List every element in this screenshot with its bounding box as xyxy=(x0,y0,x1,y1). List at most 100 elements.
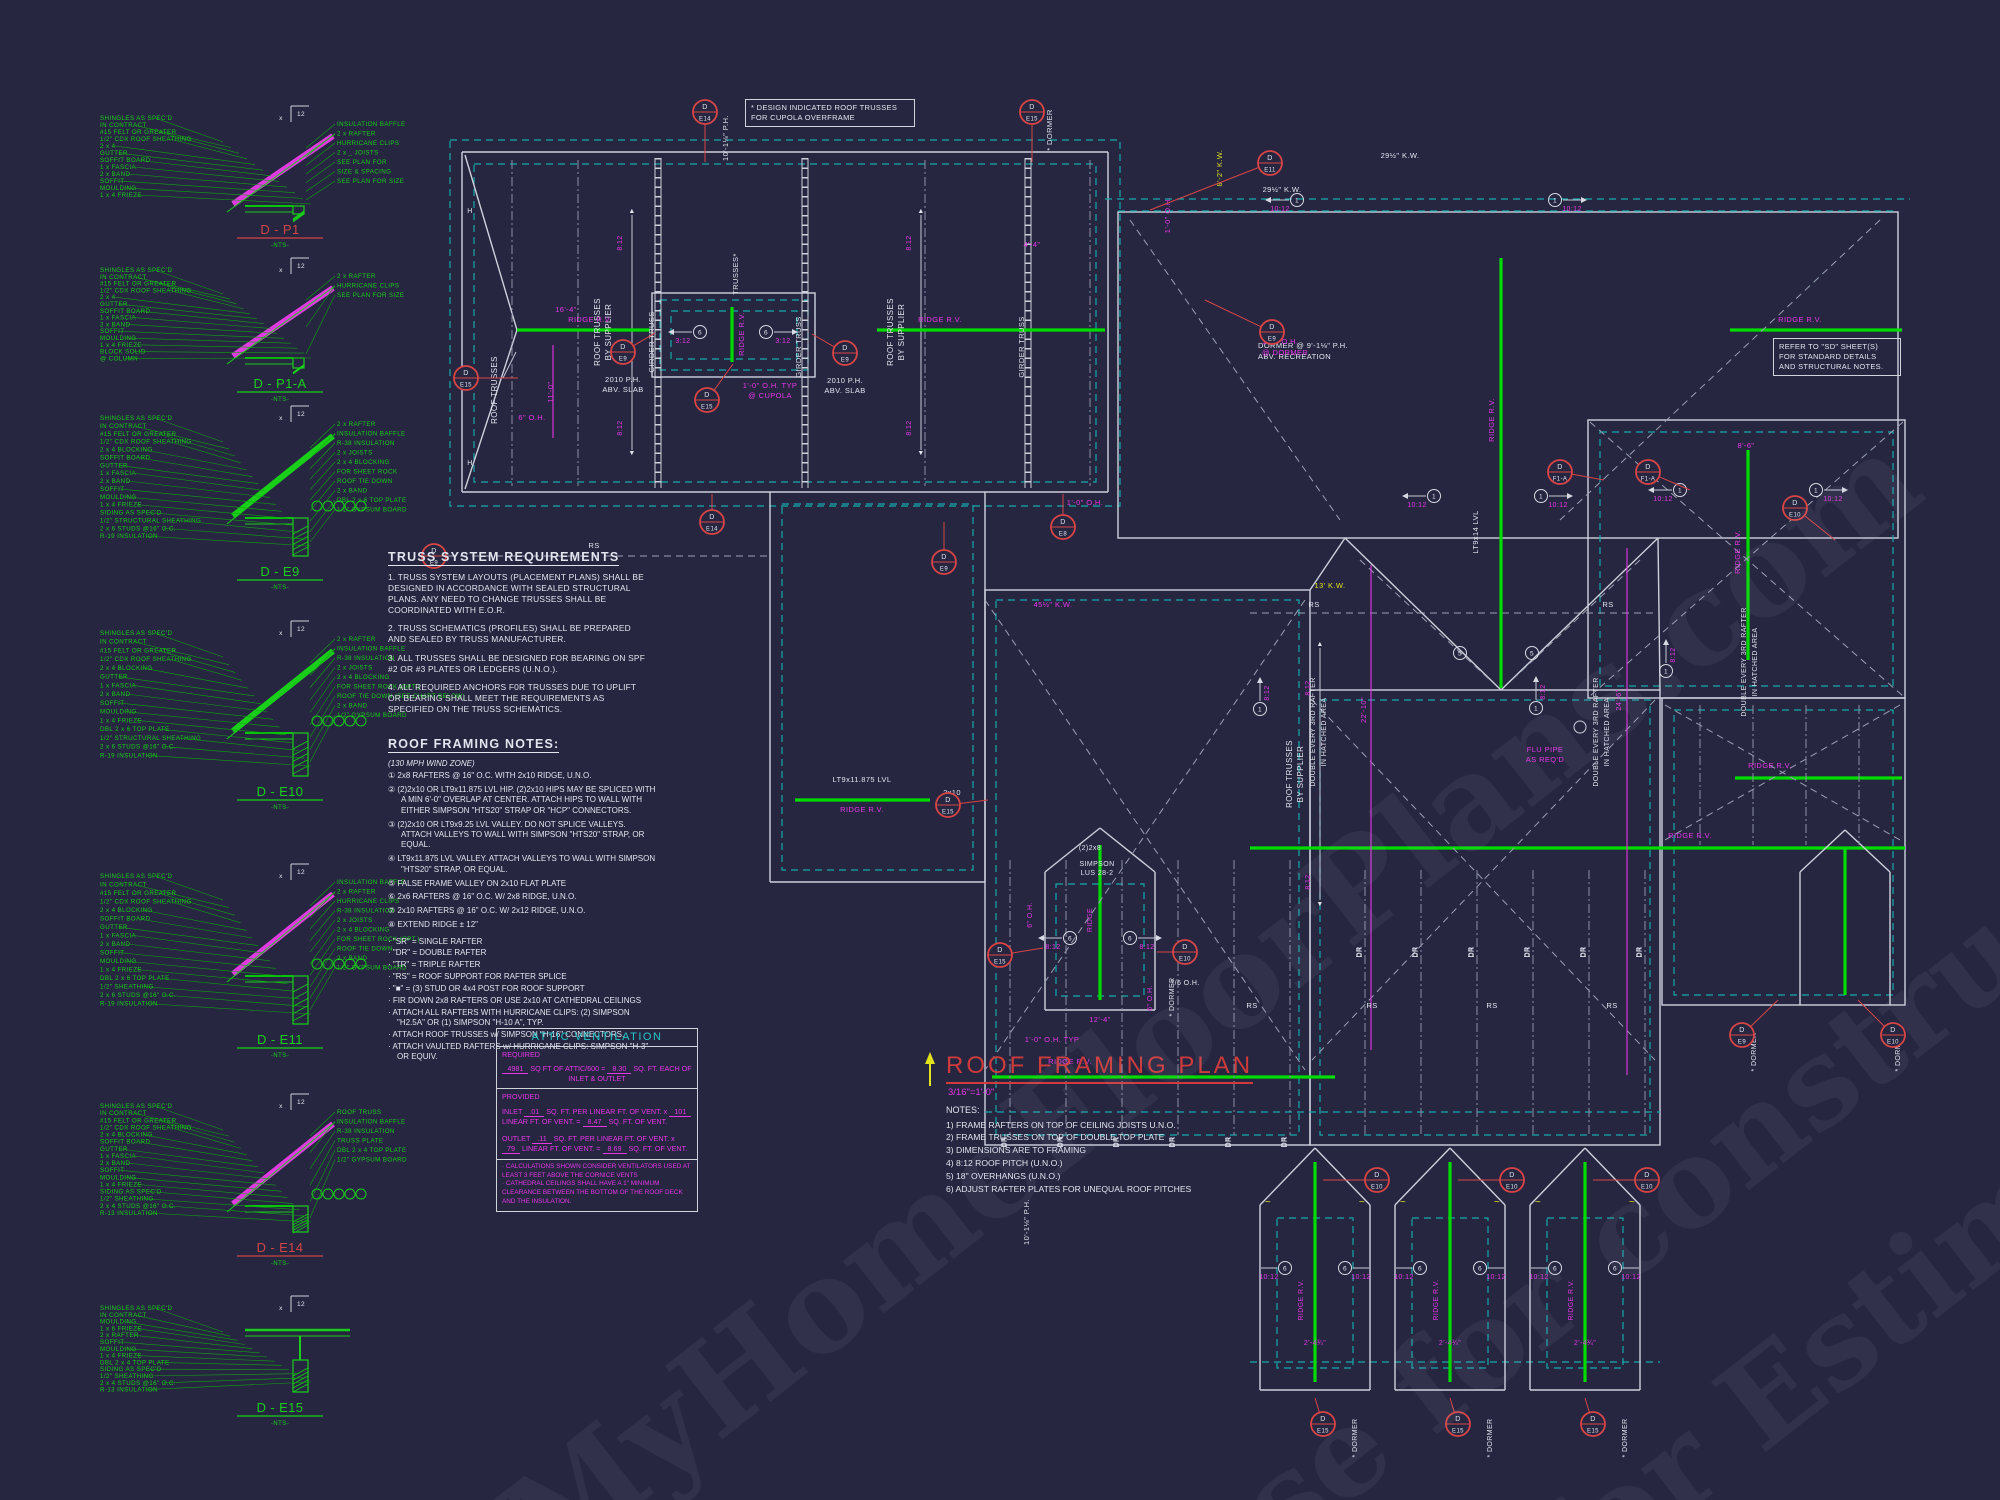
slope-ratio: 10:12 xyxy=(1621,1274,1641,1281)
detail-label-right: 1/2" GYPSUM BOARD xyxy=(337,965,407,972)
callout-leader xyxy=(1857,999,1885,1027)
leader-line xyxy=(309,1159,336,1219)
detail-label-left: IN CONTRACT xyxy=(100,274,147,281)
angle-x: x xyxy=(279,115,283,122)
attic-text: INLET xyxy=(502,1107,523,1116)
detail-label-left: IN CONTRACT xyxy=(100,423,147,430)
slope-number: 1 xyxy=(1534,705,1538,712)
slope-number: 1 xyxy=(1553,197,1557,204)
slope-number: 6 xyxy=(1613,1265,1617,1272)
detail-label-left: 1/2" SHEATHING xyxy=(100,1373,154,1380)
cupola-note-line1: * DESIGN INDICATED ROOF TRUSSES xyxy=(751,103,898,112)
leader-line xyxy=(124,711,280,728)
leader-line xyxy=(145,754,312,767)
sd-note-line1: REFER TO "SD" SHEET(S) xyxy=(1779,342,1879,351)
plan-text: RIDGE R.V. xyxy=(1778,315,1822,324)
detail-label-left: @ COLUMN xyxy=(100,355,138,362)
wall-hatch xyxy=(292,210,305,220)
sd-note-line2: FOR STANDARD DETAILS xyxy=(1779,352,1877,362)
plan-text: RIDGE R.V. xyxy=(1668,831,1712,840)
plan-text: ▲ xyxy=(628,208,635,215)
detail-label-left: SOFFIT BOARD xyxy=(100,1139,151,1146)
detail-label-left: 2 x 4 BLOCKING xyxy=(100,665,153,672)
callout-bottom: E10 xyxy=(1371,1185,1383,1191)
callout-bottom: F1-A xyxy=(1641,477,1656,483)
detail-label-left: 2 x BAND xyxy=(100,321,130,328)
plan-text: RIDGE xyxy=(1087,908,1094,932)
plan-text: GIRDER TRUSS xyxy=(1017,316,1026,377)
leader-line xyxy=(118,152,264,171)
leader-line xyxy=(118,926,259,946)
detail-label-left: DBL 2 x 4 TOP PLATE xyxy=(100,1359,170,1366)
detail-label-left: SOFFIT xyxy=(100,1339,124,1346)
attic-note: · CALCULATIONS SHOWN CONSIDER VENTILATOR… xyxy=(502,1163,691,1179)
insulation-coil xyxy=(322,715,334,727)
plan-line xyxy=(1589,421,1904,697)
rafter-label: DR xyxy=(1413,947,1420,958)
attic-provided-section: PROVIDED INLET .01 SQ. FT. PER LINEAR FT… xyxy=(497,1088,697,1159)
plan-line xyxy=(1529,1147,1586,1206)
plan-text: RS xyxy=(1308,600,1319,609)
plan-text: H xyxy=(467,460,472,467)
leader-line xyxy=(309,509,336,543)
attic-outlet-row: OUTLET .11 SQ. FT. PER LINEAR FT. OF VEN… xyxy=(502,1134,692,1154)
leader-line xyxy=(118,180,296,194)
plan-text: ▼ xyxy=(628,450,635,457)
plan-note-item: 2) FRAME TRUSSES ON TOP OF DOUBLE TOP PL… xyxy=(946,1132,1165,1143)
wall-hatch xyxy=(292,364,305,373)
detail-label-left: #15 FELT OR GREATER xyxy=(100,890,176,897)
detail-title: D - E15 xyxy=(257,1400,304,1415)
callout-bottom: E15 xyxy=(701,405,713,411)
leader-line xyxy=(154,875,224,901)
callout-top: D xyxy=(1644,1172,1649,1179)
dormer-ridge-label: RIDGE R.V. xyxy=(1433,1279,1440,1320)
detail-label-left: SOFFIT xyxy=(100,700,124,707)
leader-line xyxy=(305,123,336,149)
plan-text: 4'-4" xyxy=(1024,240,1041,249)
insulation-coil xyxy=(333,500,345,512)
slope-ratio: 10:12 xyxy=(1270,206,1290,213)
insulation-coil xyxy=(322,1188,334,1200)
dormer-dim: 2'-4¾" xyxy=(1574,1340,1596,1347)
slope-arrowhead xyxy=(1567,493,1573,499)
callout-leader xyxy=(1571,473,1605,481)
leader-line xyxy=(133,425,229,450)
detail-label-left: R-19 INSULATION xyxy=(100,533,158,540)
plan-line xyxy=(1657,537,1661,691)
detail-label-left: 1 x 4 FRIEZE xyxy=(100,502,142,509)
detail-label-right: 2 x JOISTS xyxy=(337,665,373,672)
attic-value: 8.47 xyxy=(582,1117,607,1127)
detail-label-left: SHINGLES AS SPEC'D xyxy=(100,873,172,880)
callout-bottom: E15 xyxy=(460,383,472,389)
plan-text: 8'-6" xyxy=(1738,441,1755,450)
leader-line xyxy=(309,1149,336,1202)
plan-note-item: 5) 18" OVERHANGS (U.N.O.) xyxy=(946,1171,1061,1182)
detail-label-left: 1 x 4 FRIEZE xyxy=(100,967,142,974)
wall-hatch xyxy=(292,983,309,993)
detail-label-right: R-38 INSULATION xyxy=(337,908,395,915)
leader-line xyxy=(170,1127,241,1149)
insulation-coil xyxy=(344,958,356,970)
plan-text: 8:12 xyxy=(1305,874,1312,889)
wall-hatch xyxy=(292,990,309,1000)
detail-label-right: TRUSS PLATE xyxy=(337,1138,383,1145)
detail-label-left: 1/2" CDX ROOF SHEATHING xyxy=(100,439,192,446)
rafter-label: DR xyxy=(1114,1137,1121,1148)
truss-requirement-item: 2. TRUSS SCHEMATICS (PROFILES) SHALL BE … xyxy=(388,623,631,645)
detail-label-left: SHINGLES AS SPEC'D xyxy=(100,1103,172,1110)
plan-text: LT9x14 LVL xyxy=(1471,510,1480,553)
leader-line xyxy=(124,187,304,199)
callout-bottom: E9 xyxy=(841,358,849,364)
wall-hatch xyxy=(292,525,309,535)
insulation-coil xyxy=(355,958,367,970)
framing-note-numbered: ⑧ EXTEND RIDGE ± 12" xyxy=(388,920,478,930)
detail-label-left: #15 FELT OR GREATER xyxy=(100,281,176,288)
detail-label-right: FOR SHEET ROCK (OPT.) xyxy=(337,936,420,943)
detail-label-left: #15 FELT OR GREATER xyxy=(100,647,176,654)
leader-line xyxy=(133,1112,229,1137)
leader-line xyxy=(127,943,270,962)
callout-bottom: E9 xyxy=(1268,337,1276,343)
leader-line xyxy=(136,969,288,984)
slope-circle xyxy=(1278,1261,1292,1275)
